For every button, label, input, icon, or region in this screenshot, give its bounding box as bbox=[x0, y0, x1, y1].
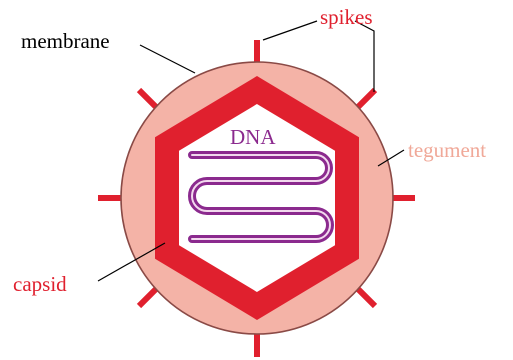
spikes-label: spikes bbox=[320, 5, 373, 29]
dna-label: DNA bbox=[230, 125, 276, 149]
membrane-leader-line bbox=[140, 45, 195, 73]
membrane-label: membrane bbox=[21, 29, 110, 53]
spike bbox=[358, 289, 375, 306]
tegument-label: tegument bbox=[408, 138, 486, 162]
capsid-label: capsid bbox=[13, 272, 67, 296]
spikes-leader-line bbox=[355, 21, 374, 92]
spike bbox=[139, 289, 156, 306]
spike bbox=[139, 90, 156, 107]
spike bbox=[358, 90, 375, 107]
spikes-leader-line bbox=[263, 21, 317, 40]
